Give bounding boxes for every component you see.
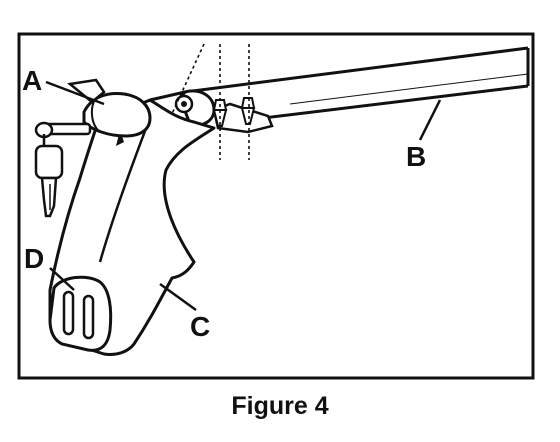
callout-d: D [24,243,44,274]
figure-border [17,32,535,380]
leader-lines [45,80,442,312]
pad-slots [62,290,95,340]
callout-b: B [406,141,426,172]
clamp-plate [212,102,274,134]
tower-inner-edge [98,117,152,263]
tower-pad [48,275,113,352]
callout-a: A [22,65,42,96]
figure-caption: Figure 4 [231,392,329,420]
key-icon [34,121,92,218]
crossbar-shading [289,73,529,105]
lock-housing [82,92,152,138]
callout-c: C [190,311,210,342]
